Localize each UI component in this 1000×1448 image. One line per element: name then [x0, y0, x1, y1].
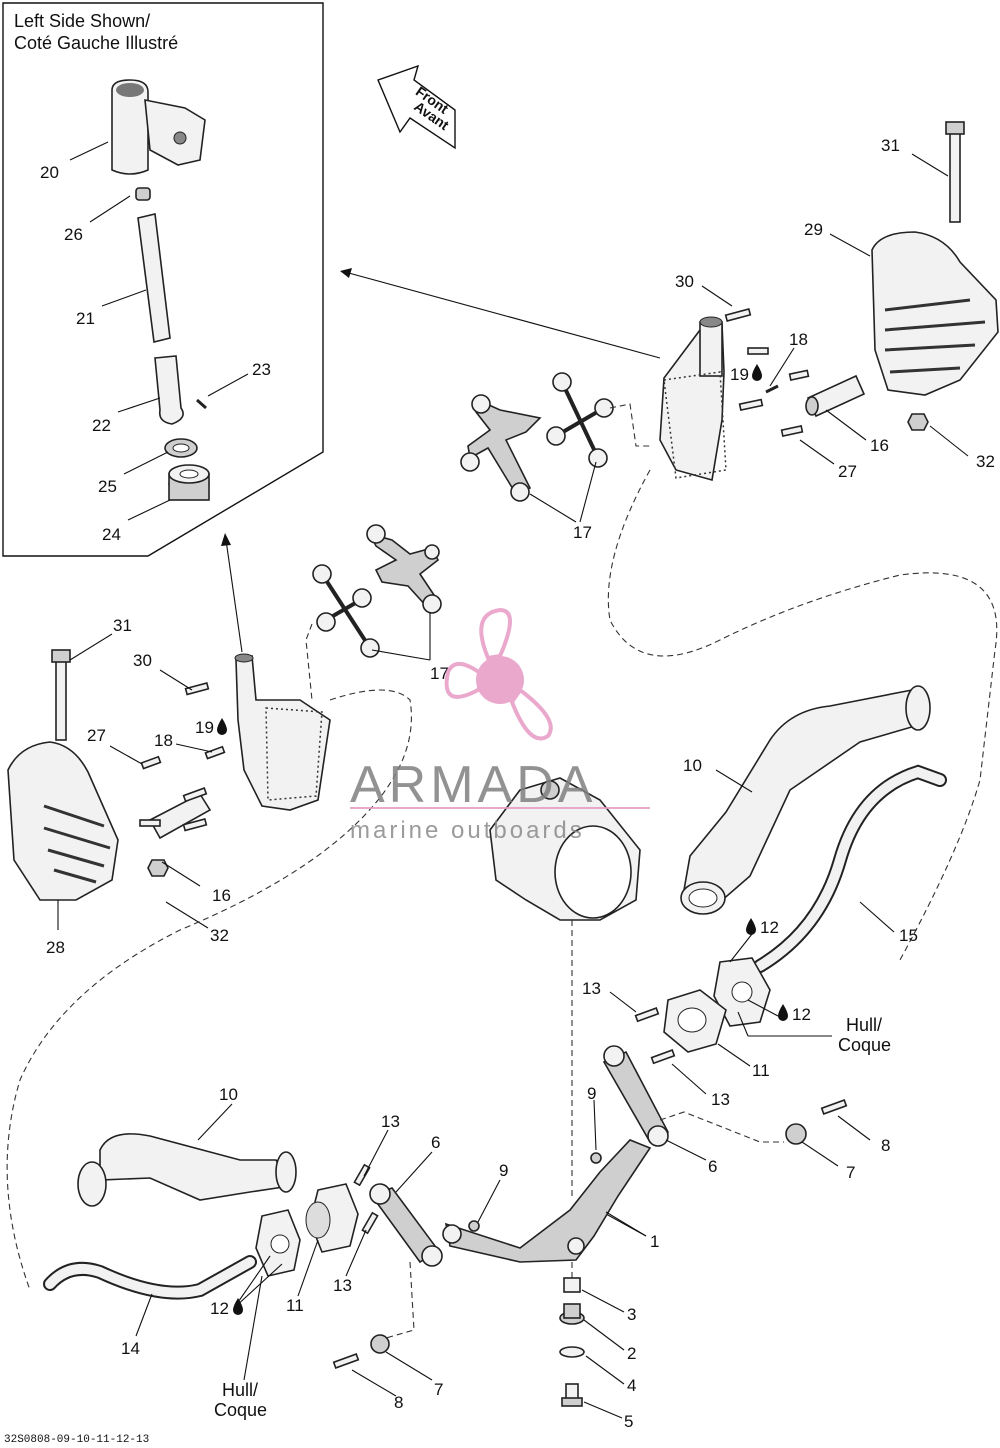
callout-24: 24 [102, 525, 121, 544]
callout-4: 4 [627, 1376, 636, 1395]
watermark-tagline: marine outboards [350, 817, 585, 844]
callout-12-right-mid-number: 12 [792, 1005, 811, 1024]
callout-19-right-number: 19 [730, 365, 749, 384]
front-direction-arrow: Front Avant [377, 64, 456, 150]
callout-15: 15 [899, 926, 918, 945]
watermark-brand: ARMADA [350, 756, 596, 814]
callout-32-left: 32 [210, 926, 229, 945]
inset-reference-arrow [344, 271, 661, 359]
callout-16-left: 16 [212, 886, 231, 905]
callout-2: 2 [627, 1344, 636, 1363]
callout-21: 21 [76, 309, 95, 328]
callout-13-left-top: 13 [381, 1112, 400, 1131]
callout-31-left: 31 [113, 616, 132, 635]
hull-label-left-line1: Hull/ [222, 1380, 258, 1400]
lubricant-drop-icon [752, 364, 762, 381]
inset-nut [168, 464, 210, 501]
callout-8-left: 8 [394, 1393, 403, 1412]
jet-pump-housing [489, 777, 641, 1200]
callout-19-right: 19 [730, 364, 762, 384]
callout-13-right-top: 13 [582, 979, 601, 998]
armada-watermark: ARMADA marine outboards [350, 607, 650, 844]
callout-8-right: 8 [881, 1136, 890, 1155]
inset-pin [196, 398, 207, 410]
callout-27-right: 27 [838, 462, 857, 481]
callout-12-right-mid: 12 [778, 1004, 811, 1024]
propeller-logo-icon [444, 607, 553, 741]
callout-26: 26 [64, 225, 83, 244]
callout-16-right: 16 [870, 436, 889, 455]
callout-19-left-number: 19 [195, 718, 214, 737]
callout-1: 1 [650, 1232, 659, 1251]
lubricant-drop-icon [217, 718, 227, 735]
right-exhaust-assembly [590, 685, 947, 1164]
callout-3: 3 [627, 1305, 636, 1324]
left-steering-assembly [7, 524, 442, 901]
inset-panel: Left Side Shown/ Coté Gauche Illustré [2, 2, 324, 557]
left-dashed-reference-loop [6, 689, 412, 1291]
callout-18-right: 18 [789, 330, 808, 349]
inset-title-line2: Coté Gauche Illustré [14, 33, 178, 53]
callout-27-left: 27 [87, 726, 106, 745]
right-steering-assembly [460, 121, 999, 502]
callout-20: 20 [40, 163, 59, 182]
callout-9-left: 9 [499, 1161, 508, 1180]
callout-18-left: 18 [154, 731, 173, 750]
callout-29: 29 [804, 220, 823, 239]
callout-22: 22 [92, 416, 111, 435]
lubricant-drop-icon [233, 1298, 243, 1315]
inset-title-line1: Left Side Shown/ [14, 11, 150, 31]
inset-steering-bracket [111, 79, 206, 175]
hull-label-right-line1: Hull/ [846, 1015, 882, 1035]
callout-25: 25 [98, 477, 117, 496]
callout-6-left: 6 [431, 1133, 440, 1152]
callout-13-left-bottom: 13 [333, 1276, 352, 1295]
callout-11-left: 11 [286, 1296, 304, 1315]
callout-7-left: 7 [434, 1380, 443, 1399]
callout-17-left: 17 [430, 664, 449, 683]
callout-5: 5 [624, 1412, 633, 1431]
inset-cap [135, 187, 151, 201]
callout-10-right: 10 [683, 756, 702, 775]
hull-label-left-line2: Coque [214, 1400, 267, 1420]
hull-label-right-line2: Coque [838, 1035, 891, 1055]
callout-28: 28 [46, 938, 65, 957]
callout-12-right-top: 12 [746, 918, 779, 937]
left-exhaust-assembly [43, 1133, 480, 1369]
callout-6-right: 6 [708, 1157, 717, 1176]
callout-32-right: 32 [976, 452, 995, 471]
callout-17-right: 17 [573, 523, 592, 542]
callout-7-right: 7 [846, 1163, 855, 1182]
callout-31-right: 31 [881, 136, 900, 155]
steering-arm-and-hardware [442, 1139, 652, 1407]
callout-12-right-top-number: 12 [760, 918, 779, 937]
inset-reference-arrow-left [225, 539, 243, 653]
callout-12-left: 12 [210, 1298, 243, 1318]
lubricant-drop-icon [778, 1004, 788, 1021]
callout-11-right: 11 [752, 1061, 770, 1080]
callout-19-left: 19 [195, 718, 227, 737]
callout-30-right: 30 [675, 272, 694, 291]
inset-shaft [137, 213, 171, 343]
callout-9-right: 9 [587, 1084, 596, 1103]
callout-12-left-number: 12 [210, 1299, 229, 1318]
callout-14: 14 [121, 1339, 140, 1358]
callout-30-left: 30 [133, 651, 152, 670]
lubricant-drop-icon [746, 918, 756, 935]
callout-23: 23 [252, 360, 271, 379]
right-dashed-reference-loop [607, 469, 998, 961]
callout-13-right-bottom: 13 [711, 1090, 730, 1109]
callout-10-left: 10 [219, 1085, 238, 1104]
inset-bushing [154, 355, 184, 425]
drawing-reference-code: 32S0808-09-10-11-12-13 [4, 1434, 149, 1446]
